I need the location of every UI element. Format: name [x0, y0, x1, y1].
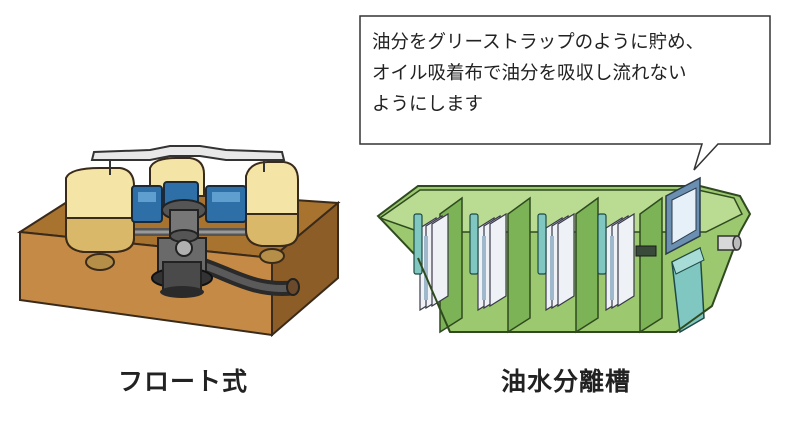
blue-block-right [205, 185, 247, 223]
callout-line-2: オイル吸着布で油分を吸収し流れない [372, 63, 687, 84]
soil-block-side [271, 200, 339, 338]
level-indicator [635, 245, 657, 257]
oil-water-separator-illustration [376, 176, 752, 334]
caption-oil-water-separator: 油水分離槽 [501, 367, 632, 396]
speech-bubble [359, 15, 771, 171]
chamber-pipes [413, 213, 607, 275]
partition-walls [439, 196, 663, 334]
callout-text: 油分をグリーストラップのように貯め、 オイル吸着布で油分を吸収し流れない ように… [372, 27, 762, 120]
blue-block-left [131, 185, 163, 223]
callout-line-1: 油分をグリーストラップのように貯め、 [372, 32, 705, 53]
callout-line-3: ようにします [372, 94, 484, 115]
caption-float-type: フロート式 [118, 367, 249, 396]
float-type-illustration [17, 145, 341, 338]
oil-adsorbent-cloths [419, 212, 635, 312]
top-handle-bar [90, 145, 286, 161]
